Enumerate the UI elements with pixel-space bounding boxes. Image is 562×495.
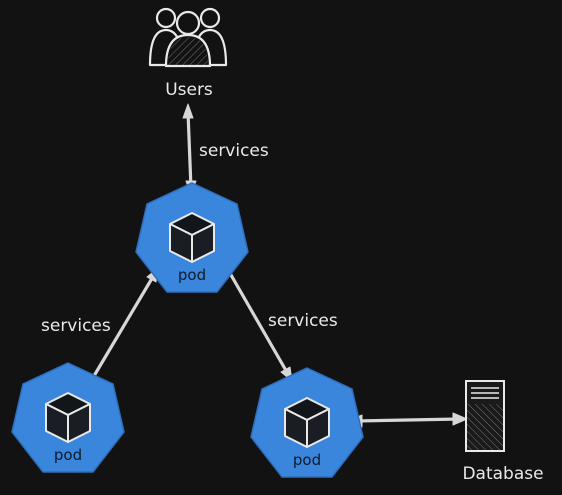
person-front: [164, 10, 212, 68]
arrowhead-right: [452, 412, 468, 426]
connection-label-users-pod-top: services: [199, 141, 269, 161]
users-group-icon: [148, 7, 228, 68]
pod-right: pod: [250, 367, 364, 478]
server-icon: [465, 380, 505, 452]
users-label: Users: [165, 80, 213, 100]
pod-label: pod: [178, 266, 206, 284]
cube-icon: [169, 212, 215, 263]
arrowhead-up: [182, 103, 194, 119]
connection-label-pod-top-pod-right: services: [268, 311, 338, 331]
pod-label: pod: [293, 451, 321, 469]
pod-left: pod: [11, 362, 125, 473]
pod-label: pod: [54, 446, 82, 464]
connection-pod-right-database: [347, 412, 468, 428]
cube-icon: [284, 397, 330, 448]
pod-top: pod: [135, 182, 249, 293]
connection-users-pod-top: [182, 103, 197, 196]
connection-label-pod-top-pod-left: services: [41, 316, 111, 336]
cube-icon: [45, 392, 91, 443]
database-label: Database: [462, 464, 543, 484]
